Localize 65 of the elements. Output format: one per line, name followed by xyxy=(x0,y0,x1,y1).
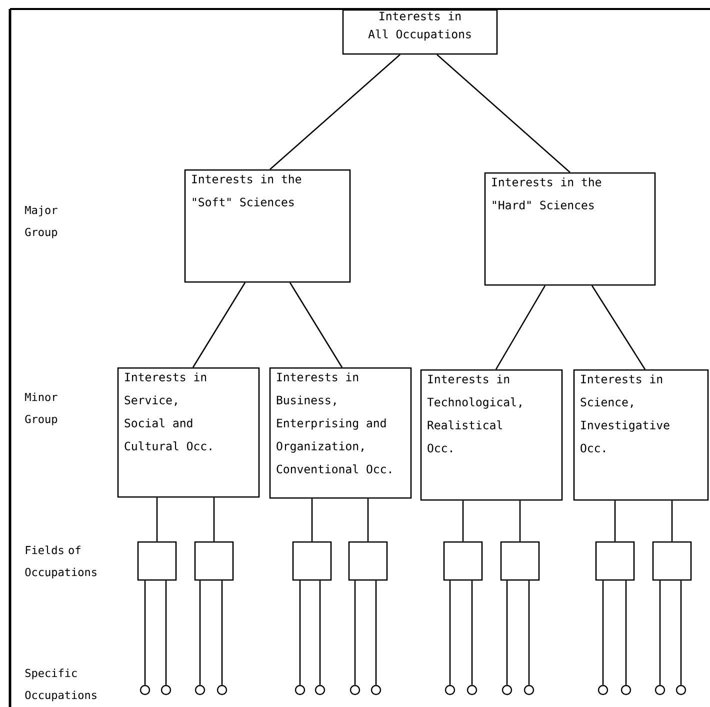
connector-line xyxy=(519,500,521,542)
occupation-circle xyxy=(350,684,360,696)
occupation-circle xyxy=(524,684,534,696)
category-box: Interests in Science, Investigative Occ. xyxy=(573,369,709,501)
occupation-circle xyxy=(676,684,686,696)
connector-line xyxy=(614,500,616,542)
connector-line xyxy=(449,580,451,685)
occupation-circle xyxy=(444,684,456,696)
level-label: Major Group xyxy=(25,206,58,238)
connector-line xyxy=(289,282,343,368)
connector-line xyxy=(625,580,627,685)
connector-line xyxy=(462,500,464,542)
connector-line xyxy=(436,54,570,173)
category-box: Interests in Business, Enterprising and Organization, Conventional Occ. xyxy=(269,367,412,499)
connector-line xyxy=(299,580,301,685)
connector-line xyxy=(591,285,646,370)
occupation-circle xyxy=(216,684,228,696)
occupation-circle xyxy=(294,684,306,696)
connector-line xyxy=(680,580,682,685)
connector-line xyxy=(354,580,356,685)
connector-line xyxy=(165,580,167,685)
connector-line xyxy=(199,580,201,685)
occupation-circle xyxy=(502,684,512,696)
field-box xyxy=(194,541,234,581)
occupation-circle xyxy=(140,684,150,696)
category-box: Interests in the "Hard" Sciences xyxy=(484,172,656,286)
category-box: Interests in the "Soft" Sciences xyxy=(184,169,351,283)
field-box xyxy=(652,541,692,581)
field-box xyxy=(137,541,177,581)
connector-line xyxy=(528,580,530,685)
connector-line xyxy=(144,580,146,685)
field-box xyxy=(443,541,483,581)
occupation-circle xyxy=(654,684,666,696)
connector-line xyxy=(671,500,673,542)
field-box xyxy=(348,541,388,581)
field-box xyxy=(500,541,540,581)
category-box: Interests in Technological, Realistical Occ. xyxy=(420,369,563,501)
occupation-circle xyxy=(194,684,206,696)
occupation-circle xyxy=(620,684,632,696)
connector-line xyxy=(213,498,215,542)
category-box: Interests in Service, Social and Cultural Occ. xyxy=(117,367,260,498)
occupation-circle xyxy=(466,684,478,696)
field-box xyxy=(595,541,635,581)
connector-line xyxy=(319,580,321,685)
occupation-circle xyxy=(160,684,172,696)
occupation-circle xyxy=(598,684,608,696)
connector-line xyxy=(602,580,604,685)
occupation-circle xyxy=(370,684,382,696)
level-label: Fields of Occupations xyxy=(25,546,96,578)
connector-line xyxy=(506,580,508,685)
connector-line xyxy=(495,285,546,370)
field-box xyxy=(292,541,332,581)
category-box: Interests in All Occupations xyxy=(342,9,498,55)
connector-line xyxy=(311,498,313,542)
connector-line xyxy=(375,580,377,685)
level-label: Specific Occupations xyxy=(25,668,96,702)
connector-line xyxy=(471,580,473,685)
connector-line xyxy=(659,580,661,685)
connector-line xyxy=(221,580,223,685)
occupation-circle xyxy=(314,684,326,696)
connector-line xyxy=(192,282,246,368)
connector-line xyxy=(156,498,158,542)
connector-line xyxy=(367,498,369,542)
connector-line xyxy=(270,54,400,170)
level-label: Minor Group xyxy=(25,392,58,426)
